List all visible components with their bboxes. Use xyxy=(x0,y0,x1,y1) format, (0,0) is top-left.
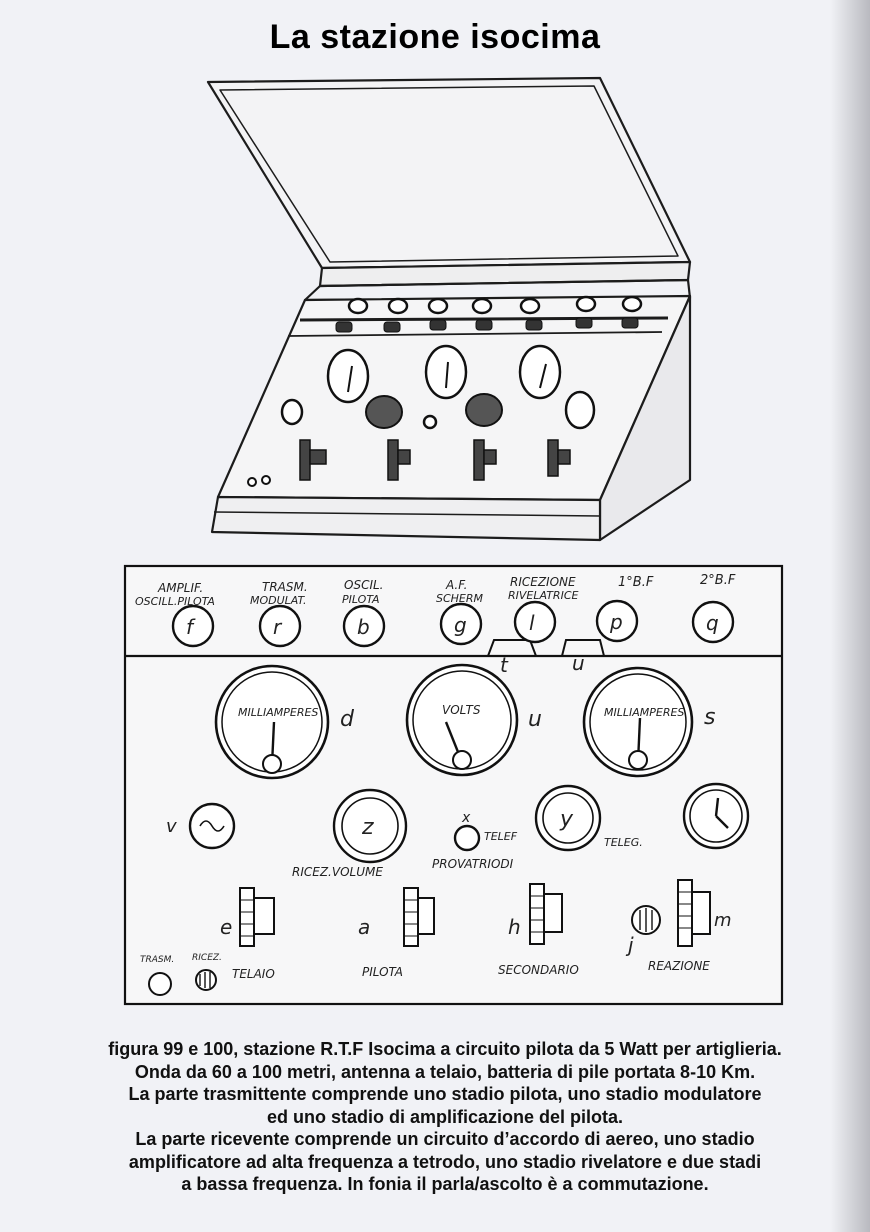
knob-letter-l: l xyxy=(529,611,535,635)
label-1bf: 1°B.F xyxy=(618,575,654,590)
page-edge-shadow xyxy=(830,0,870,1232)
label-teleg: TELEG. xyxy=(604,836,643,849)
knob-letter-b: b xyxy=(357,615,370,639)
meter-3-scale: MILLIAMPERES xyxy=(604,706,684,719)
label-pilota-top: PILOTA xyxy=(342,593,380,606)
caption-line: amplificatore ad alta frequenza a tetrod… xyxy=(128,1151,762,1172)
label-oscil: OSCIL. xyxy=(344,578,383,592)
dial-y xyxy=(534,784,602,852)
knob-letter-g: g xyxy=(454,613,467,637)
knob-letter-r: r xyxy=(273,615,283,639)
label-j: j xyxy=(625,933,634,957)
meter-2-scale: VOLTS xyxy=(442,703,481,717)
meter-milliamperes-2 xyxy=(582,666,694,778)
label-h: h xyxy=(508,915,521,939)
radio-box-illustration xyxy=(206,76,692,542)
label-ricez-switch: RICEZ. xyxy=(192,953,222,963)
label-provatriodi: PROVATRIODI xyxy=(432,857,514,871)
knob-letter-p: p xyxy=(609,610,623,634)
label-e: e xyxy=(220,915,232,939)
caption-line: Onda da 60 a 100 metri, antenna a telaio… xyxy=(134,1061,756,1082)
label-secondario: SECONDARIO xyxy=(498,963,579,977)
label-a: a xyxy=(358,915,370,939)
label-2bf: 2°B.F xyxy=(700,573,736,588)
meter-letter-d: d xyxy=(340,707,355,732)
figure-caption: figura 99 e 100, stazione R.T.F Isocima … xyxy=(60,1038,830,1196)
caption-line: La parte trasmittente comprende uno stad… xyxy=(128,1084,762,1104)
knob-q xyxy=(691,600,735,644)
label-modulat: MODULAT. xyxy=(250,594,306,607)
label-telaio: TELAIO xyxy=(232,967,275,981)
knob-p xyxy=(595,599,639,643)
label-ricezione: RICEZIONE xyxy=(510,575,576,589)
label-m: m xyxy=(714,910,732,931)
caption-line: figura 99 e 100, stazione R.T.F Isocima … xyxy=(108,1039,782,1059)
switch-trasm xyxy=(148,972,172,996)
label-trasm: TRASM. xyxy=(262,580,308,594)
label-z: z xyxy=(361,815,374,840)
label-oscill-pilota: OSCILL.PILOTA xyxy=(135,595,215,608)
meter-letter-u: u xyxy=(528,707,542,732)
meter-1-scale: MILLIAMPERES xyxy=(238,706,318,719)
dial-ricez-volume xyxy=(332,788,408,864)
knob-b xyxy=(342,604,386,648)
label-telef: TELEF xyxy=(484,830,518,843)
meter-letter-s: s xyxy=(704,705,715,730)
socket-provatriodi xyxy=(453,824,481,852)
label-pilota: PILOTA xyxy=(362,965,403,979)
front-panel-diagram: AMPLIF. OSCILL.PILOTA TRASM. MODULAT. OS… xyxy=(123,564,784,1006)
switch-ricez xyxy=(195,969,217,991)
label-af: A.F. xyxy=(445,578,467,592)
label-rivelatrice: RIVELATRICE xyxy=(508,589,579,602)
knob-g xyxy=(439,602,483,646)
knob-l xyxy=(513,600,557,644)
knob-f xyxy=(171,604,215,648)
label-reazione: REAZIONE xyxy=(648,959,710,973)
meter-volts xyxy=(405,663,519,777)
meter-milliamperes-1 xyxy=(214,664,330,780)
label-ricez-volume: RICEZ.VOLUME xyxy=(292,865,383,879)
tab-letter-t: t xyxy=(500,653,509,677)
caption-line: a bassa frequenza. In fonia il parla/asc… xyxy=(181,1174,709,1194)
label-x: x xyxy=(461,810,471,826)
knob-letter-f: f xyxy=(186,615,196,639)
label-amplif: AMPLIF. xyxy=(157,581,203,595)
label-trasm-switch: TRASM. xyxy=(140,955,174,965)
page-title: La stazione isocima xyxy=(269,18,601,56)
caption-line: ed uno stadio di amplificazione del pilo… xyxy=(266,1106,624,1127)
label-scherm: SCHERM xyxy=(436,592,484,605)
knob-r xyxy=(258,604,302,648)
label-v: v xyxy=(166,816,177,837)
knob-letter-q: q xyxy=(706,611,719,635)
caption-line: La parte ricevente comprende un circuito… xyxy=(135,1129,755,1149)
tab-letter-u: u xyxy=(572,651,585,675)
label-y: y xyxy=(559,807,574,832)
